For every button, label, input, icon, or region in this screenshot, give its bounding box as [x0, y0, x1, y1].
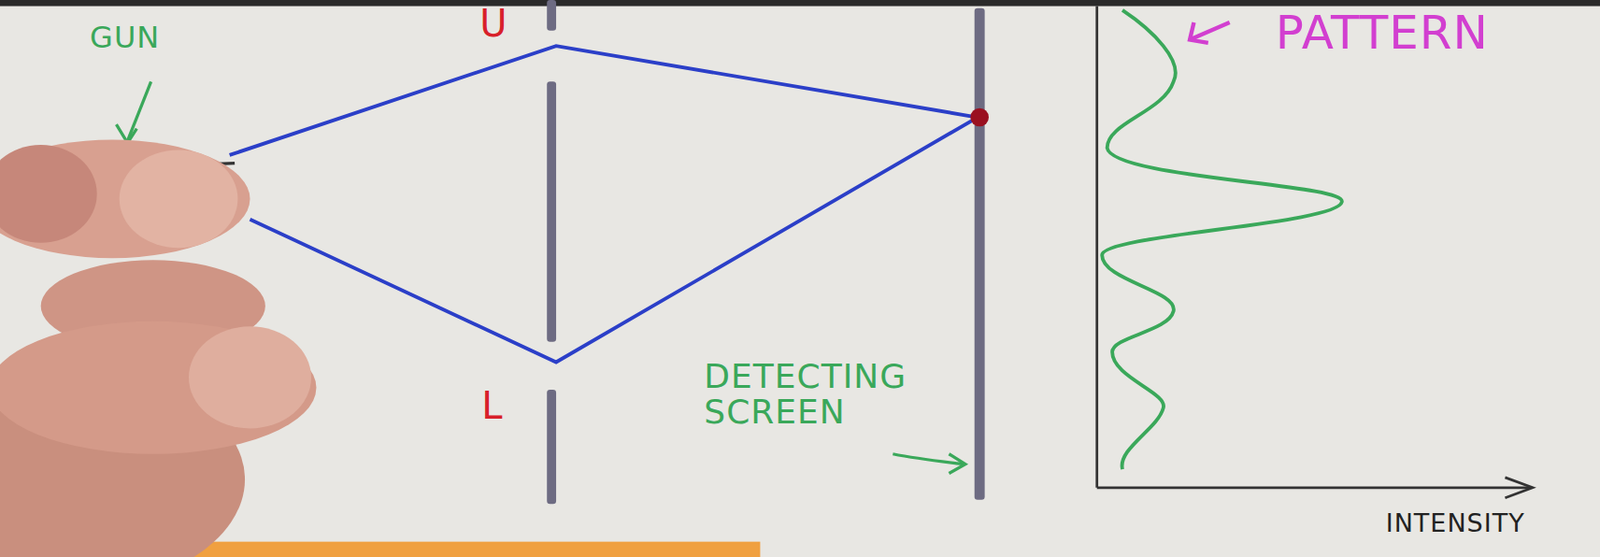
screen-label: DETECTING SCREEN	[703, 358, 907, 430]
axis-label: INTENSITY	[1385, 510, 1526, 537]
slit-label: L	[481, 385, 503, 426]
path-lower	[250, 117, 978, 363]
fingertip	[119, 149, 239, 248]
axis-horizontal	[1097, 485, 1531, 489]
hand	[0, 140, 316, 557]
interference-curve	[1101, 10, 1343, 470]
knuckle	[0, 144, 98, 243]
pattern-arrow	[1191, 22, 1229, 39]
pattern-label: PATTERN	[1275, 8, 1489, 58]
finger	[0, 321, 316, 455]
hit-dot	[970, 108, 989, 128]
fingertip	[188, 326, 312, 429]
orange-strip	[173, 542, 761, 557]
slit-label: U	[479, 3, 508, 43]
top-edge	[0, 0, 1600, 7]
finger	[0, 140, 251, 259]
barrier-middle	[546, 81, 557, 342]
axis-arrowhead	[1504, 477, 1532, 499]
path-upper	[229, 45, 978, 156]
axis-vertical	[1095, 6, 1099, 488]
detecting-screen	[974, 8, 986, 500]
pattern-arrowhead	[1189, 22, 1209, 43]
gun-label: GUN	[89, 22, 160, 55]
gun-arrow	[127, 81, 151, 141]
barrier-bottom	[546, 389, 557, 504]
barrier-top	[546, 0, 557, 31]
screen-arrowhead	[948, 454, 965, 474]
